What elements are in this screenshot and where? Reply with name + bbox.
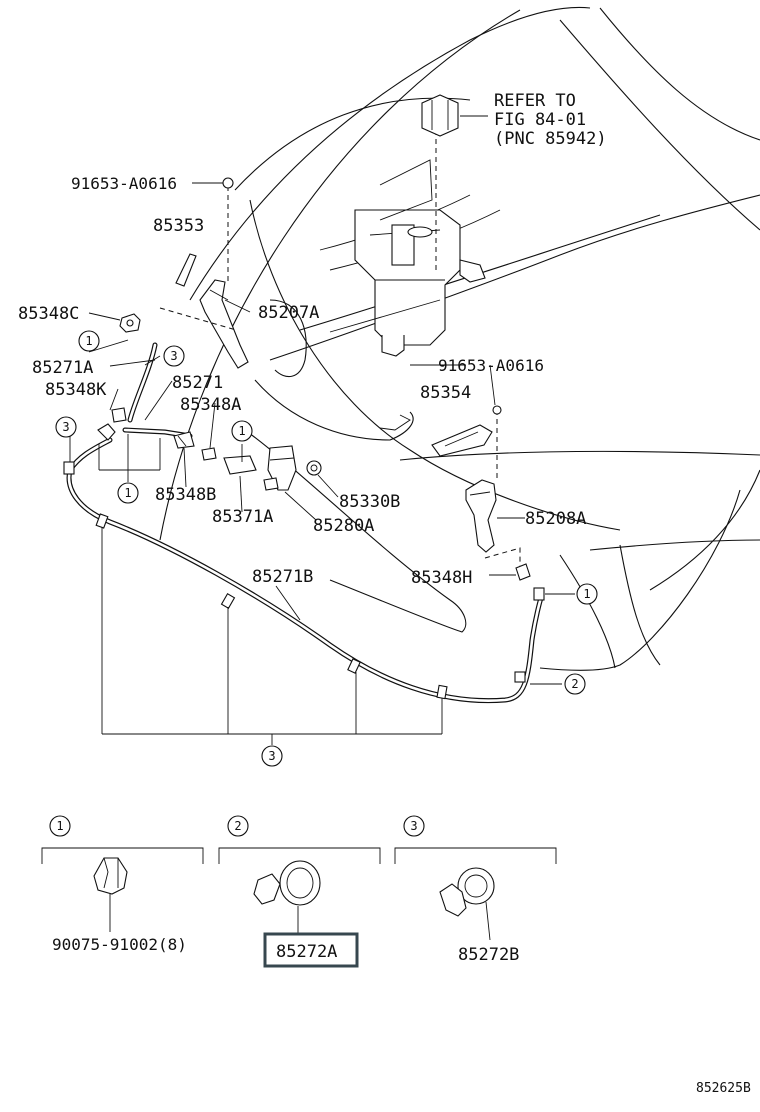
label-91653-mid: 91653-A0616 [438,356,544,375]
callout-1-c: 1 [117,482,139,504]
svg-text:1: 1 [124,486,131,500]
label-85348A: 85348A [180,395,241,415]
legend-clip-2: 2 85272A [218,815,381,968]
washer-hose [63,342,545,704]
refer-line-2: FIG 84-01 [494,110,586,130]
svg-text:3: 3 [268,749,275,763]
legend-clip-1: 1 90075-91002(8) [41,815,204,954]
callout-3-b: 3 [55,416,77,438]
callout-3-a: 3 [163,345,185,367]
label-85348B: 85348B [155,485,216,505]
label-85271: 85271 [172,373,223,393]
washer-motor-connector [421,94,488,137]
callout-2-a: 2 [564,673,586,695]
label-85207A: 85207A [258,303,319,323]
svg-text:3: 3 [410,819,417,833]
svg-text:2: 2 [234,819,241,833]
label-85354: 85354 [420,383,471,403]
svg-text:2: 2 [571,677,578,691]
nozzle-left [159,177,249,369]
highlight-box-85272A [263,932,359,968]
label-85348C: 85348C [18,304,79,324]
label-90075: 90075-91002(8) [52,935,187,954]
svg-text:1: 1 [583,587,590,601]
vehicle-body-outline [159,6,760,671]
label-85272B: 85272B [458,945,519,965]
cover-85354 [431,424,493,457]
refer-line-3: (PNC 85942) [494,129,607,149]
callout-3-c: 3 [261,745,283,767]
label-85208A: 85208A [525,509,586,529]
label-85271B: 85271B [252,567,313,587]
label-85272A: 85272A [276,942,337,962]
label-85348K: 85348K [45,380,107,400]
label-91653-top: 91653-A0616 [71,174,177,193]
refer-line-1: REFER TO [494,91,576,111]
label-85330B: 85330B [339,492,400,512]
label-85371A: 85371A [212,507,273,527]
figure-code: 852625B [696,1081,751,1096]
callout-1-d: 1 [576,583,598,605]
callout-1-b: 1 [231,420,253,442]
label-85348H: 85348H [411,568,472,588]
nozzle-right [465,405,521,575]
svg-text:3: 3 [62,420,69,434]
svg-text:1: 1 [238,424,245,438]
svg-text:3: 3 [170,349,177,363]
legend-clip-3: 3 85272B [394,815,557,965]
label-85280A: 85280A [313,516,374,536]
label-85353: 85353 [153,216,204,236]
svg-text:1: 1 [85,334,92,348]
callout-circles: 1 3 3 1 1 1 2 3 [55,330,598,767]
part-labels: REFER TO FIG 84-01 (PNC 85942) 91653-A06… [18,91,607,588]
svg-text:1: 1 [56,819,63,833]
small-parts [97,313,531,581]
label-85271A: 85271A [32,358,93,378]
leader-lines [69,182,575,745]
callout-1-a: 1 [78,330,100,352]
washer-tank [354,130,486,357]
